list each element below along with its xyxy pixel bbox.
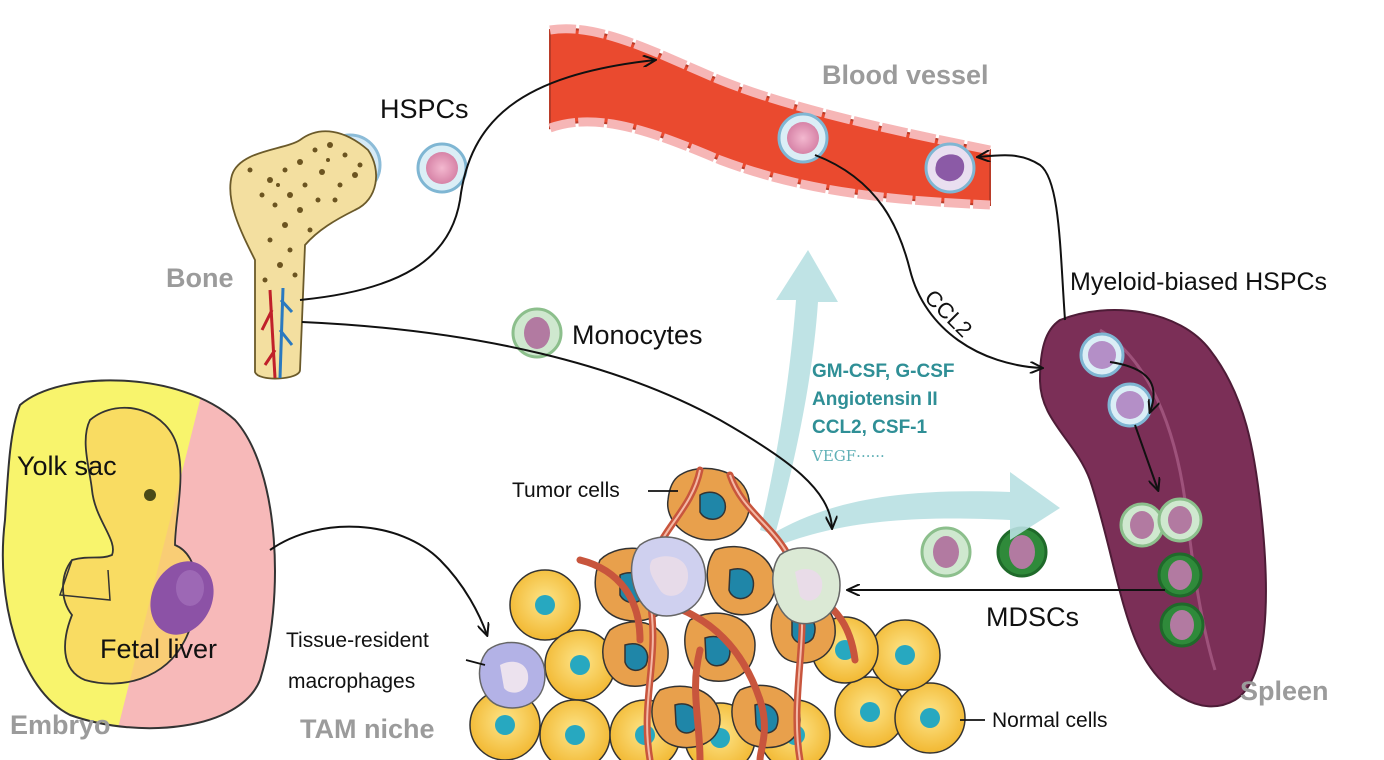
label-yolk-sac: Yolk sac	[17, 451, 117, 481]
tam-green	[772, 547, 841, 625]
embryo-outline	[1, 379, 276, 730]
vessel-endothelium-top	[549, 24, 991, 155]
arrow-bone-to-vessel	[299, 60, 655, 301]
factor-more: VEGF······	[812, 447, 885, 465]
label-tumor-cells: Tumor cells	[512, 479, 620, 502]
teal-arrow-up	[760, 250, 838, 535]
label-tissue-resident-2: macrophages	[288, 670, 416, 693]
tam-purple	[630, 536, 707, 617]
vessel-body	[549, 27, 991, 207]
spleen-gran-1	[1157, 552, 1203, 598]
vessel-myeloid-cell	[924, 142, 976, 194]
tam-niche	[469, 466, 966, 760]
bone-group	[229, 130, 382, 380]
spleen-diff-arrow-1	[1109, 361, 1154, 412]
bone-spongy-texture	[247, 142, 363, 283]
monocyte-cell	[511, 307, 563, 359]
spleen-hspc-2	[1107, 382, 1153, 428]
label-tam-niche: TAM niche	[300, 714, 435, 744]
blood-vessel	[548, 24, 991, 210]
teal-arrow-right	[770, 472, 1060, 545]
spleen-mono-1	[1119, 502, 1165, 548]
factor-2: Angiotensin II	[812, 389, 938, 410]
fetus-limb	[58, 559, 111, 601]
spleen	[1038, 309, 1267, 708]
label-mdscs: MDSCs	[986, 602, 1079, 632]
fetal-liver-highlight	[176, 570, 204, 606]
mdsc-gran-cell	[996, 526, 1048, 578]
hspc-cell	[416, 142, 468, 194]
arrow-embryo-to-tam	[269, 525, 487, 635]
vessel-endothelium-bottom	[548, 117, 991, 210]
spleen-diff-arrow-2	[1134, 424, 1158, 490]
embryo-group	[1, 379, 276, 730]
factor-1: GM-CSF, G-CSF	[812, 361, 955, 382]
secreted-factor-arrows	[760, 250, 1060, 545]
label-fetal-liver: Fetal liver	[100, 634, 218, 664]
label-spleen: Spleen	[1240, 676, 1329, 706]
arrow-bone-to-tumor	[301, 321, 832, 528]
bone-shape	[229, 130, 377, 380]
migration-arrows	[269, 60, 1165, 635]
label-tissue-resident-1: Tissue-resident	[286, 629, 429, 652]
spleen-hspc-1	[1079, 332, 1125, 378]
arrow-spleen-to-vessel	[978, 155, 1066, 321]
factor-3: CCL2, CSF-1	[812, 417, 928, 438]
label-blood-vessel: Blood vessel	[822, 60, 989, 90]
yolk-sac-dot	[144, 489, 156, 501]
label-normal-cells: Normal cells	[992, 709, 1108, 732]
arrow-vessel-to-spleen	[814, 154, 1042, 368]
mdsc-mono-cell	[920, 526, 972, 578]
label-monocytes: Monocytes	[572, 320, 703, 350]
tissue-resident-macrophage	[478, 641, 546, 709]
label-embryo: Embryo	[10, 710, 111, 740]
spleen-gran-2	[1159, 602, 1205, 648]
label-myeloid-biased-hspcs: Myeloid-biased HSPCs	[1070, 268, 1328, 296]
label-hspcs: HSPCs	[380, 94, 469, 124]
vessel-hspc-cell	[777, 112, 829, 164]
spleen-mono-2	[1157, 497, 1203, 543]
callout-lines	[465, 490, 985, 721]
bone-marrow-vessels	[260, 287, 294, 379]
label-bone: Bone	[166, 263, 234, 293]
